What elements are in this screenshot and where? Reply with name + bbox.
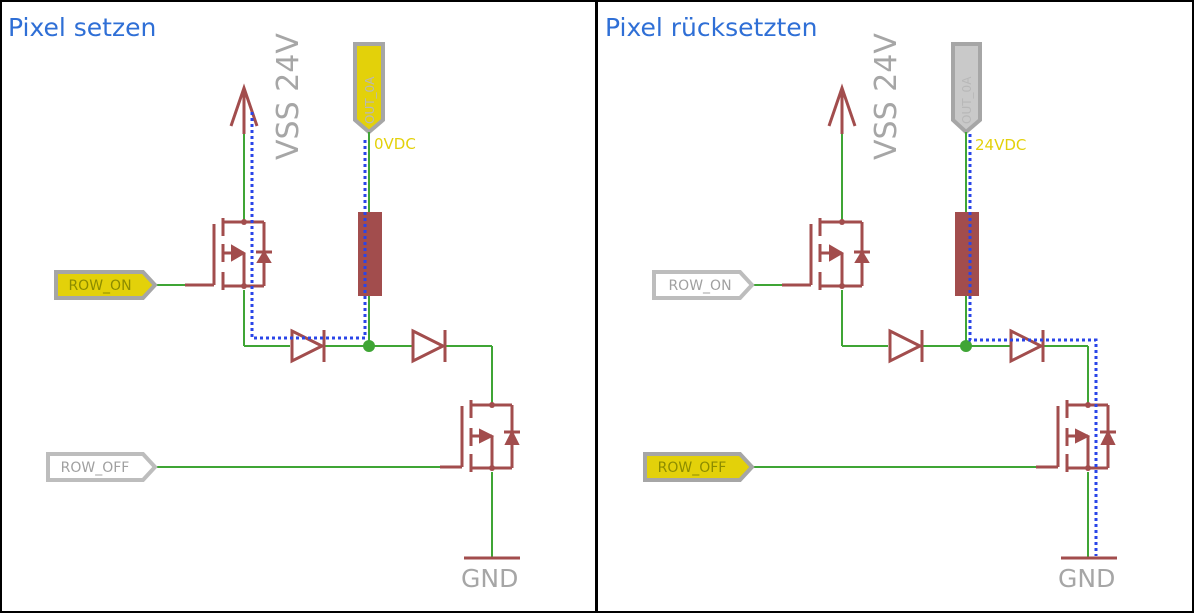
panel-pixel-set: Pixel setzen VSS 24V OUT_0A 0VDC (0, 0, 597, 613)
coil-resistor (358, 212, 382, 296)
output-label: OUT_0A (363, 76, 377, 124)
row-off-label: ROW_OFF (61, 460, 130, 476)
diode-right (1009, 328, 1045, 364)
high-side-mosfet (782, 218, 870, 290)
ground-label: GND (1058, 564, 1115, 593)
panel-pixel-reset: Pixel rücksetzten VSS 24V OUT_0A 24VDC (596, 0, 1194, 613)
diode-left (888, 328, 924, 364)
ground-label: GND (461, 564, 518, 593)
output-connector: OUT_0A (353, 42, 385, 135)
output-voltage: 24VDC (975, 136, 1026, 154)
vss-symbol (229, 83, 259, 134)
diode-right (411, 328, 447, 364)
panel-title: Pixel rücksetzten (605, 13, 817, 42)
vss-label: VSS 24V (271, 33, 306, 160)
output-connector: OUT_0A (951, 42, 982, 135)
low-side-mosfet (440, 400, 520, 472)
low-side-mosfet (1036, 400, 1116, 472)
panel-title: Pixel setzen (8, 13, 156, 42)
current-path (968, 134, 1098, 556)
row-on-connector: ROW_ON (652, 270, 755, 300)
output-label: OUT_0A (960, 76, 974, 124)
row-on-connector: ROW_ON (54, 270, 158, 300)
row-off-label: ROW_OFF (658, 460, 727, 476)
vss-symbol (827, 83, 857, 134)
junction-node (960, 340, 972, 352)
panel-border (596, 0, 1194, 613)
row-on-label: ROW_ON (668, 278, 731, 294)
junction-node (363, 340, 375, 352)
high-side-mosfet (185, 218, 272, 290)
current-path (250, 112, 367, 340)
wires (156, 132, 493, 558)
vss-label: VSS 24V (869, 33, 904, 160)
row-off-connector: ROW_OFF (46, 452, 158, 482)
diode-left (290, 328, 326, 364)
row-on-label: ROW_ON (68, 278, 131, 294)
output-voltage: 0VDC (374, 135, 416, 153)
coil-resistor (955, 212, 979, 296)
row-off-connector: ROW_OFF (643, 452, 755, 482)
